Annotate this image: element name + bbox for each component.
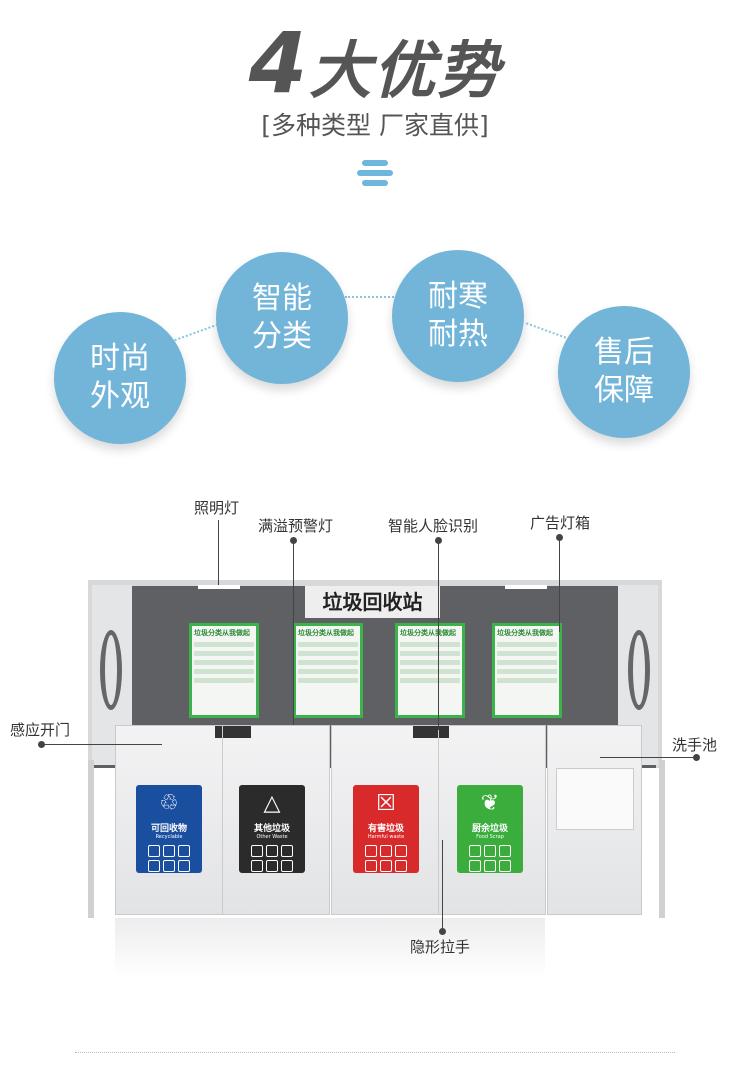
advantage-stylish: 时尚外观	[54, 312, 186, 444]
callout-light: 照明灯	[194, 499, 240, 517]
face-screen	[413, 726, 449, 738]
divider-bar	[362, 160, 388, 166]
divider-bar	[362, 180, 388, 186]
callout-sensor: 感应开门	[10, 721, 71, 739]
reflection	[115, 918, 545, 978]
lamp	[505, 585, 547, 589]
poster: 垃圾分类从我做起	[395, 623, 465, 718]
station-sign: 垃圾回收站	[305, 586, 440, 618]
post	[659, 760, 665, 918]
advantage-after-sales: 售后保障	[558, 306, 690, 438]
callout-lightbox: 广告灯箱	[530, 514, 591, 532]
callout-overflow: 满溢预警灯	[258, 517, 334, 535]
sink	[556, 768, 634, 830]
connector	[345, 296, 405, 298]
advantage-smart-sorting: 智能分类	[216, 252, 348, 384]
section-subtitle: [多种类型 厂家直供]	[261, 111, 489, 140]
callout-face: 智能人脸识别	[388, 517, 479, 535]
logo-icon	[628, 630, 650, 710]
divider	[75, 1052, 675, 1053]
lamp	[198, 585, 240, 589]
logo-icon	[100, 630, 122, 710]
post	[88, 760, 94, 918]
face-screen	[215, 726, 251, 738]
advantage-weather-resistant: 耐寒耐热	[392, 250, 524, 382]
section-title: 4大优势	[248, 14, 502, 112]
callout-sink: 洗手池	[672, 736, 718, 754]
poster: 垃圾分类从我做起	[293, 623, 363, 718]
callout-handle: 隐形拉手	[410, 938, 471, 956]
poster: 垃圾分类从我做起	[492, 623, 562, 718]
divider-bar	[357, 170, 393, 176]
poster: 垃圾分类从我做起	[189, 623, 259, 718]
